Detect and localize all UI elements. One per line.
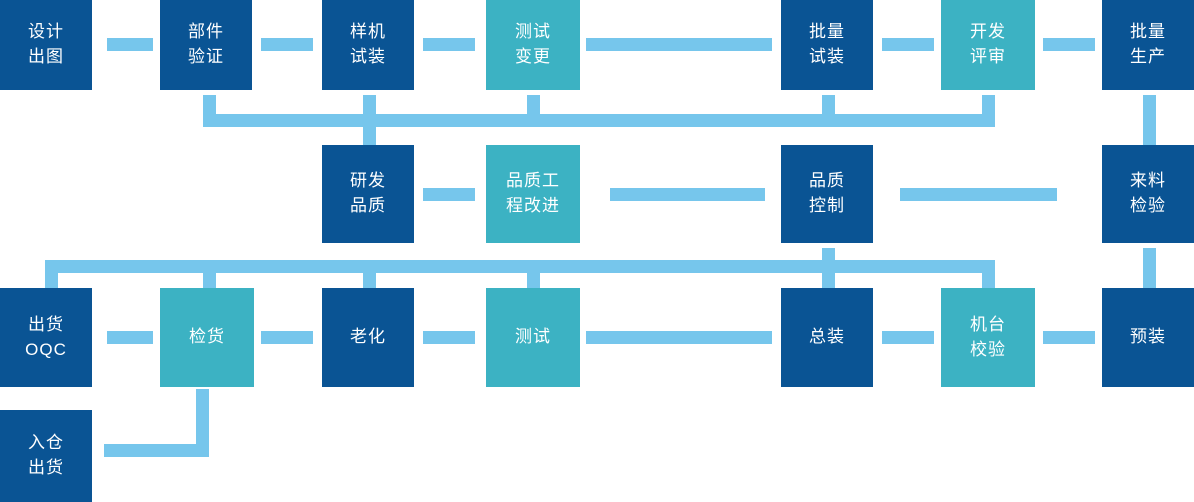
connector-batchtrial-to-review bbox=[882, 38, 934, 51]
node-label: 来料 检验 bbox=[1130, 171, 1166, 215]
connector-part-to-prototype bbox=[261, 38, 313, 51]
node-quality-engineering[interactable]: 品质工 程改进 bbox=[486, 145, 580, 243]
node-label: 预装 bbox=[1130, 327, 1166, 347]
connector-goodsinspection-to-burnin bbox=[261, 331, 313, 344]
node-label: 检货 bbox=[189, 327, 225, 347]
connector-goodsinspection-drop bbox=[196, 389, 209, 457]
connector-massproduction-to-incoming bbox=[1143, 95, 1156, 145]
node-batch-trial[interactable]: 批量 试装 bbox=[781, 0, 873, 90]
node-prototype-assembly[interactable]: 样机 试装 bbox=[322, 0, 414, 90]
connector-design-to-part bbox=[107, 38, 153, 51]
node-shipment-oqc[interactable]: 出货 OQC bbox=[0, 288, 92, 387]
node-final-assembly[interactable]: 总装 bbox=[781, 288, 873, 387]
node-label: 出货 OQC bbox=[25, 314, 67, 359]
connector-calibration-to-preassembly bbox=[1043, 331, 1095, 344]
node-label: 总装 bbox=[809, 327, 845, 347]
node-mass-production[interactable]: 批量 生产 bbox=[1102, 0, 1194, 90]
connector-qualityengineering-to-qualitycontrol bbox=[610, 188, 765, 201]
node-label: 老化 bbox=[350, 327, 386, 347]
node-label: 样机 试装 bbox=[350, 22, 386, 66]
connector-to-warehouse-shipment bbox=[104, 444, 205, 457]
node-quality-control[interactable]: 品质 控制 bbox=[781, 145, 873, 243]
node-warehouse-shipment[interactable]: 入仓 出货 bbox=[0, 410, 92, 502]
node-label: 测试 bbox=[515, 327, 551, 347]
node-rd-quality[interactable]: 研发 品质 bbox=[322, 145, 414, 243]
node-label: 设计 出图 bbox=[28, 22, 64, 66]
node-label: 开发 评审 bbox=[970, 22, 1006, 66]
node-part-verification[interactable]: 部件 验证 bbox=[160, 0, 252, 90]
node-test[interactable]: 测试 bbox=[486, 288, 580, 387]
node-test-change[interactable]: 测试 变更 bbox=[486, 0, 580, 90]
connector-review-to-massproduction bbox=[1043, 38, 1095, 51]
node-label: 部件 验证 bbox=[188, 22, 224, 66]
connector-rdquality-to-qualityengineering bbox=[423, 188, 475, 201]
connector-test-to-finalassembly bbox=[586, 331, 772, 344]
connector-bus-quality-to-manufacturing bbox=[45, 260, 995, 273]
node-label: 品质工 程改进 bbox=[506, 171, 560, 215]
node-label: 机台 校验 bbox=[970, 314, 1006, 359]
node-label: 品质 控制 bbox=[809, 171, 845, 215]
connector-oqc-to-goodsinspection bbox=[107, 331, 153, 344]
node-label: 研发 品质 bbox=[350, 171, 386, 215]
connector-prototype-to-testchange bbox=[423, 38, 475, 51]
node-incoming-inspection[interactable]: 来料 检验 bbox=[1102, 145, 1194, 243]
connector-bus-development-to-quality bbox=[203, 114, 995, 127]
node-goods-inspection[interactable]: 检货 bbox=[160, 288, 254, 387]
node-pre-assembly[interactable]: 预装 bbox=[1102, 288, 1194, 387]
connector-incoming-to-preassembly bbox=[1143, 248, 1156, 293]
node-development-review[interactable]: 开发 评审 bbox=[941, 0, 1035, 90]
node-design-drawing[interactable]: 设计 出图 bbox=[0, 0, 92, 90]
node-label: 批量 试装 bbox=[809, 22, 845, 66]
connector-burnin-to-test bbox=[423, 331, 475, 344]
connector-qualitycontrol-to-incoming bbox=[900, 188, 1057, 201]
connector-testchange-to-batchtrial bbox=[586, 38, 772, 51]
node-burn-in[interactable]: 老化 bbox=[322, 288, 414, 387]
connector-finalassembly-to-calibration bbox=[882, 331, 934, 344]
node-label: 批量 生产 bbox=[1130, 22, 1166, 66]
node-label: 入仓 出货 bbox=[28, 433, 64, 477]
node-label: 测试 变更 bbox=[515, 22, 551, 66]
node-machine-calibration[interactable]: 机台 校验 bbox=[941, 288, 1035, 387]
